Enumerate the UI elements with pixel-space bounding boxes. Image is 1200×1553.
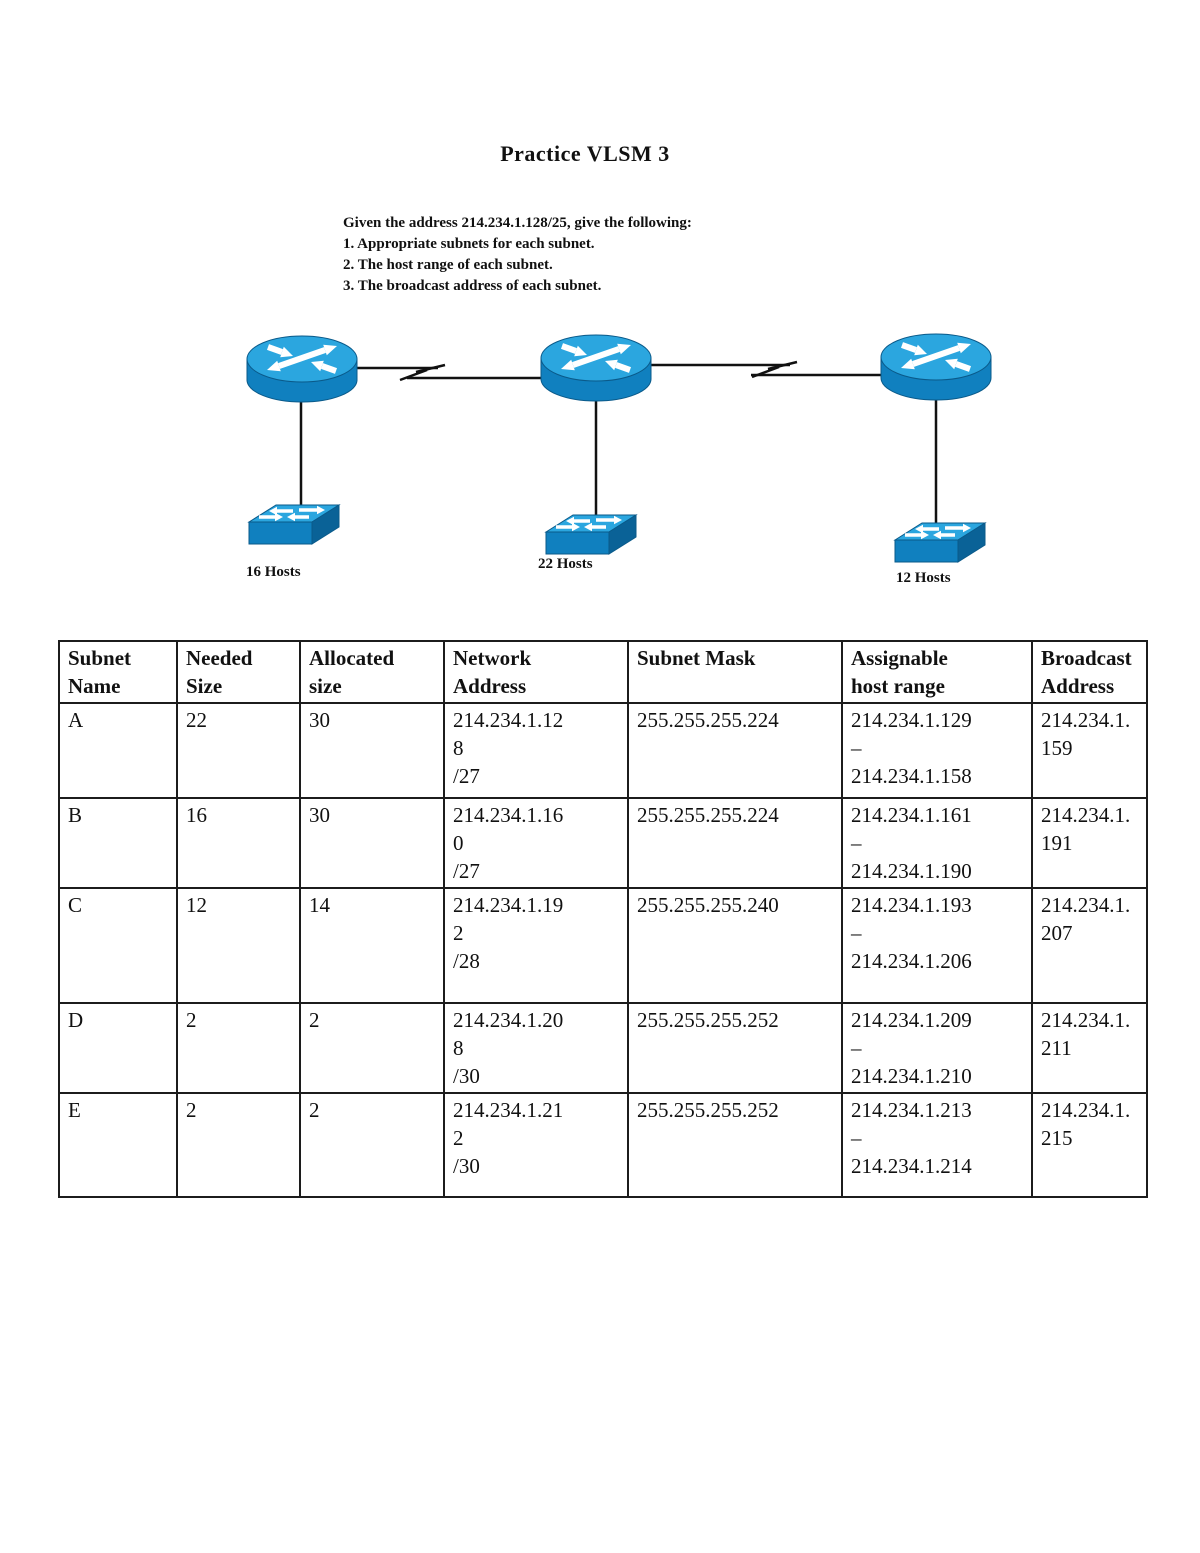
cell-needed-size: 2 — [176, 1002, 301, 1094]
cell-subnet-mask: 255.255.255.224 — [627, 797, 843, 889]
instruction-intro: Given the address 214.234.1.128/25, give… — [343, 215, 692, 231]
cell-host-range: 214.234.1.193 – 214.234.1.206 — [841, 887, 1033, 1004]
cell-broadcast-address: 214.234.1.215 — [1031, 1092, 1148, 1198]
table-row: C 12 14 214.234.1.192 /28 255.255.255.24… — [58, 887, 1148, 1004]
cell-subnet-name: E — [58, 1092, 178, 1198]
cell-host-range: 214.234.1.209 – 214.234.1.210 — [841, 1002, 1033, 1094]
subnet-table: Subnet Name Needed Size Allocated size N… — [58, 640, 1148, 1198]
header-subnet-mask: Subnet Mask — [627, 640, 843, 704]
cell-allocated-size: 14 — [299, 887, 445, 1004]
instructions: Given the address 214.234.1.128/25, give… — [343, 213, 692, 297]
cell-network-address: 214.234.1.192 /28 — [443, 887, 629, 1004]
cell-host-range: 214.234.1.129 – 214.234.1.158 — [841, 702, 1033, 799]
cell-subnet-name: A — [58, 702, 178, 799]
lan-label-12-hosts: 12 Hosts — [896, 570, 951, 586]
cell-subnet-mask: 255.255.255.224 — [627, 702, 843, 799]
cell-host-range: 214.234.1.161 – 214.234.1.190 — [841, 797, 1033, 889]
cell-allocated-size: 30 — [299, 797, 445, 889]
cell-network-address: 214.234.1.160 /27 — [443, 797, 629, 889]
lan-label-22-hosts: 22 Hosts — [538, 556, 593, 572]
cell-network-address: 214.234.1.212 /30 — [443, 1092, 629, 1198]
cell-subnet-mask: 255.255.255.240 — [627, 887, 843, 1004]
instruction-item: 3. The broadcast address of each subnet. — [343, 278, 602, 294]
cell-network-address: 214.234.1.128 /27 — [443, 702, 629, 799]
cell-host-range: 214.234.1.213 – 214.234.1.214 — [841, 1092, 1033, 1198]
cell-needed-size: 16 — [176, 797, 301, 889]
cell-broadcast-address: 214.234.1.191 — [1031, 797, 1148, 889]
cell-subnet-name: B — [58, 797, 178, 889]
cell-network-address: 214.234.1.208 /30 — [443, 1002, 629, 1094]
table-row: A 22 30 214.234.1.128 /27 255.255.255.22… — [58, 702, 1148, 799]
router-icon — [247, 336, 357, 402]
cell-broadcast-address: 214.234.1.207 — [1031, 887, 1148, 1004]
cell-allocated-size: 2 — [299, 1002, 445, 1094]
serial-link-bolt — [399, 363, 446, 382]
instruction-item: 2. The host range of each subnet. — [343, 257, 553, 273]
switch-icon — [545, 514, 637, 555]
router-icon — [541, 335, 651, 401]
cell-broadcast-address: 214.234.1.159 — [1031, 702, 1148, 799]
serial-link-bolt — [751, 360, 798, 379]
network-diagram — [0, 300, 1200, 563]
instruction-item: 1. Appropriate subnets for each subnet. — [343, 236, 595, 252]
cell-subnet-mask: 255.255.255.252 — [627, 1002, 843, 1094]
switch-icon — [248, 504, 340, 545]
cell-allocated-size: 2 — [299, 1092, 445, 1198]
table-row: B 16 30 214.234.1.160 /27 255.255.255.22… — [58, 797, 1148, 889]
header-network-address: Network Address — [443, 640, 629, 704]
header-needed-size: Needed Size — [176, 640, 301, 704]
page-title: Practice VLSM 3 — [500, 141, 670, 166]
router-icon — [881, 334, 991, 400]
switch-icon — [894, 522, 986, 563]
cell-needed-size: 22 — [176, 702, 301, 799]
header-broadcast-address: Broadcast Address — [1031, 640, 1148, 704]
cell-broadcast-address: 214.234.1.211 — [1031, 1002, 1148, 1094]
header-allocated-size: Allocated size — [299, 640, 445, 704]
table-row: D 2 2 214.234.1.208 /30 255.255.255.252 … — [58, 1002, 1148, 1094]
cell-needed-size: 2 — [176, 1092, 301, 1198]
lan-label-16-hosts: 16 Hosts — [246, 564, 301, 580]
table-header-row: Subnet Name Needed Size Allocated size N… — [58, 640, 1148, 704]
header-subnet-name: Subnet Name — [58, 640, 178, 704]
cell-allocated-size: 30 — [299, 702, 445, 799]
cell-needed-size: 12 — [176, 887, 301, 1004]
header-host-range: Assignable host range — [841, 640, 1033, 704]
table-row: E 2 2 214.234.1.212 /30 255.255.255.252 … — [58, 1092, 1148, 1198]
cell-subnet-name: C — [58, 887, 178, 1004]
cell-subnet-name: D — [58, 1002, 178, 1094]
cell-subnet-mask: 255.255.255.252 — [627, 1092, 843, 1198]
